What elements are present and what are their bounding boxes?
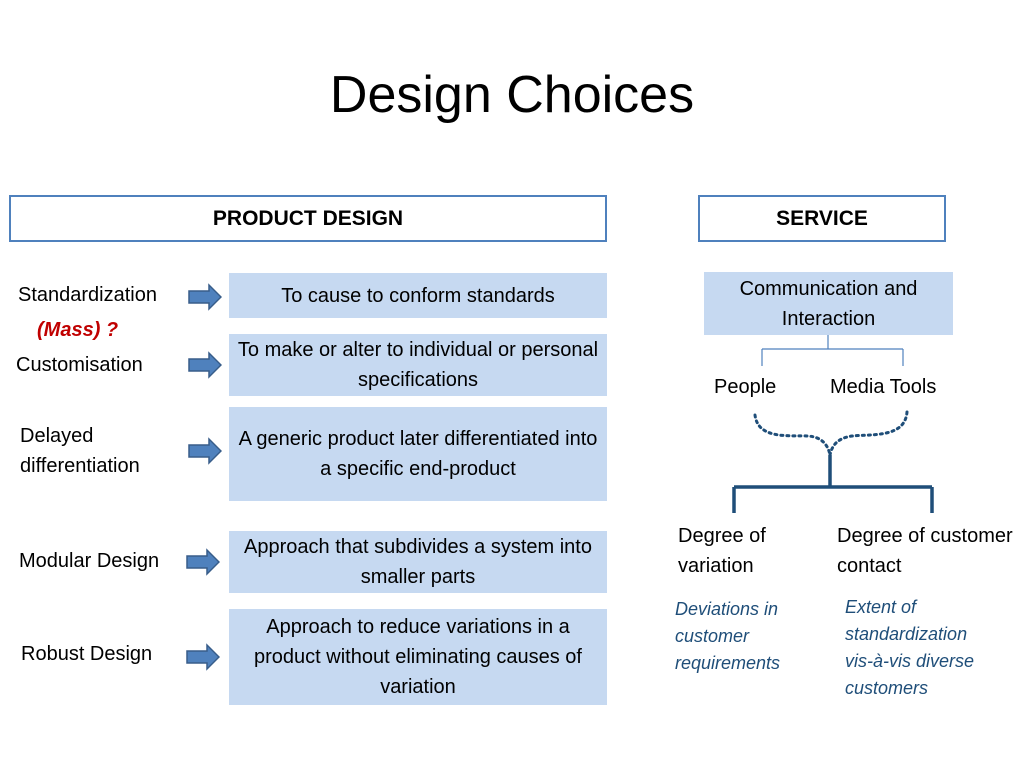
customisation-label: Customisation [16,354,143,376]
delayed-differentiation-description: A generic product later differentiated i… [229,407,607,501]
right-arrow-icon [188,283,222,311]
bottom-bracket [732,455,934,513]
communication-interaction-box: Communication and Interaction [704,272,953,335]
robust-design-label: Robust Design [21,643,153,665]
customisation-description: To make or alter to individual or person… [229,334,607,396]
customisation-description-text: To make or alter to individual or person… [237,339,599,391]
delayed-differentiation-description-text: A generic product later differentiated i… [238,428,598,480]
modular-design-description-text: Approach that subdivides a system into s… [244,536,592,588]
standardization-description: To cause to conform standards [229,273,607,318]
product-design-header: PRODUCT DESIGN [9,195,607,242]
right-arrow-icon [186,643,220,671]
service-header: SERVICE [698,195,946,242]
media-tools-label: Media Tools [830,376,937,398]
robust-design-description-text: Approach to reduce variations in a produ… [254,616,582,698]
modular-design-description: Approach that subdivides a system into s… [229,531,607,593]
contact-note: Extent of standardization vis-à-vis dive… [845,597,975,698]
degree-of-customer-contact-label: Degree of customer contact [837,525,1013,577]
top-bracket [761,335,904,366]
communication-interaction-text: Communication and Interaction [739,277,918,330]
page-title: Design Choices [329,66,695,124]
right-arrow-icon [188,351,222,379]
right-arrow-icon [188,437,222,465]
dotted-merge-curve [753,410,909,457]
product-design-header-label: PRODUCT DESIGN [212,206,404,230]
variation-note: Deviations in customer requirements [675,599,781,673]
standardization-label: Standardization [18,284,157,306]
degree-of-variation-label: Degree of variation [678,525,766,577]
people-label: People [714,376,777,398]
robust-design-description: Approach to reduce variations in a produ… [229,609,607,705]
delayed-differentiation-label: Delayed differentiation [20,425,140,477]
service-header-label: SERVICE [776,206,868,230]
modular-design-label: Modular Design [19,550,160,572]
mass-note: (Mass) ? [37,319,119,341]
right-arrow-icon [186,548,220,576]
standardization-description-text: To cause to conform standards [281,284,555,307]
